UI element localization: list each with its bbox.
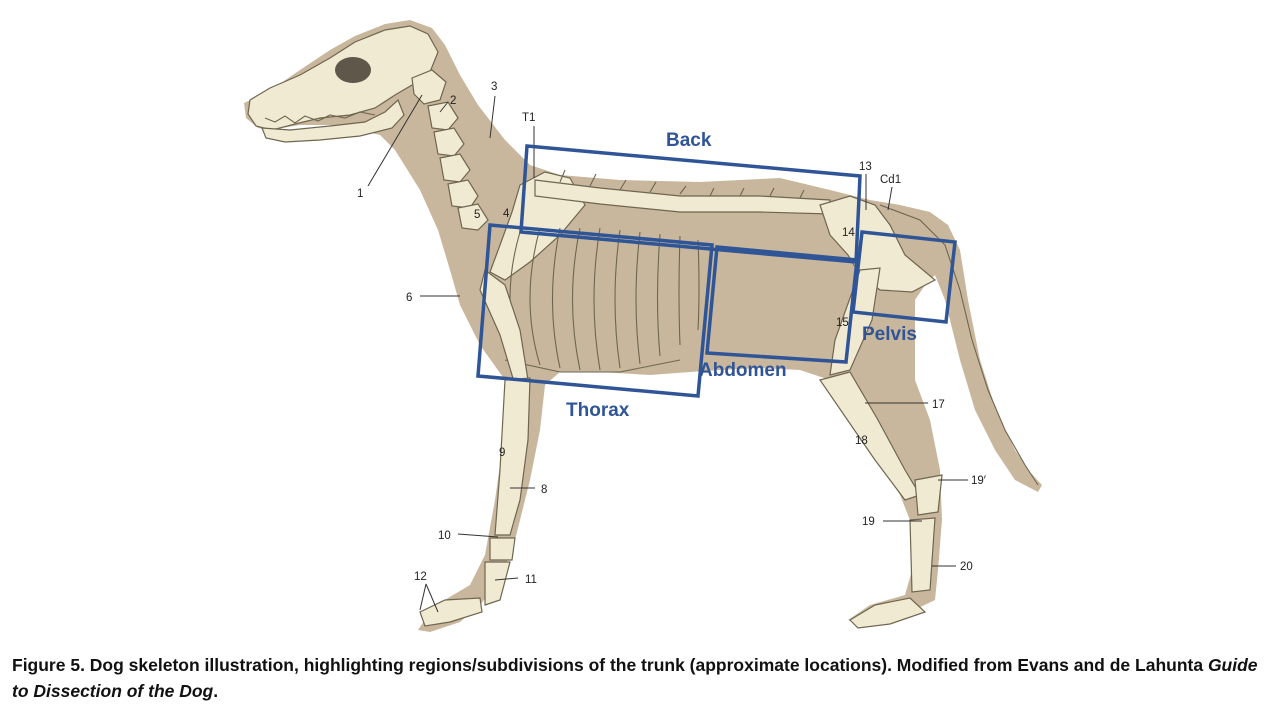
callout-label: 17 <box>932 399 945 411</box>
callout-label: 14 <box>842 227 855 239</box>
abdomen-region-label: Abdomen <box>699 360 787 381</box>
region-boxes <box>476 144 957 398</box>
pelvis-region-label: Pelvis <box>862 324 917 345</box>
thorax-region-box <box>476 223 714 398</box>
hindlimb-bones <box>819 267 943 629</box>
orbit <box>335 57 371 83</box>
callout-leader-lines <box>367 94 968 613</box>
caption-end: . <box>213 681 219 701</box>
back-region-label: Back <box>666 130 712 151</box>
callout-label: 18 <box>855 435 868 447</box>
callout-label: 20 <box>960 561 973 573</box>
callout-label: 5 <box>474 209 480 221</box>
callout-label: 13 <box>859 161 872 173</box>
caption-book-title: Guide to Dissection of the Dog <box>12 655 1258 701</box>
tail-vertebrae <box>879 204 1039 486</box>
callout-label: 12 <box>414 571 427 583</box>
callout-label: 10 <box>438 530 451 542</box>
dog-skeleton-figure: 1 2 3 T1 4 5 6 9 8 10 11 12 13 Cd1 14 15… <box>244 20 1042 632</box>
figure-caption: Figure 5. Dog skeleton illustration, hig… <box>12 652 1272 704</box>
cervical-vertebrae <box>411 69 489 231</box>
callout-label: 19′ <box>971 475 986 487</box>
callout-label: 6 <box>406 292 412 304</box>
callout-label: 4 <box>503 208 510 220</box>
callout-label: 11 <box>525 574 537 586</box>
forelimb-bones <box>419 268 531 627</box>
pelvis-region-box <box>851 230 957 324</box>
pelvis-bone <box>819 195 937 293</box>
callout-label: 2 <box>450 95 456 107</box>
abdomen-region-box <box>705 245 859 364</box>
callout-label: 8 <box>541 484 547 496</box>
callout-labels: 1 2 3 T1 4 5 6 9 8 10 11 12 13 Cd1 14 15… <box>357 81 986 586</box>
callout-label: 3 <box>491 81 497 93</box>
region-labels: Back Thorax Abdomen Pelvis <box>566 130 917 421</box>
callout-label: 19 <box>862 516 875 528</box>
callout-label: 9 <box>499 447 505 459</box>
rib-cage <box>504 227 700 373</box>
mandible-bone <box>261 98 405 143</box>
callout-label: T1 <box>522 112 535 124</box>
caption-text: Figure 5. Dog skeleton illustration, hig… <box>12 655 1208 675</box>
callout-label: 15 <box>836 317 849 329</box>
callout-label: 1 <box>357 188 363 200</box>
thorax-region-label: Thorax <box>566 400 630 421</box>
callout-label: Cd1 <box>880 174 901 186</box>
